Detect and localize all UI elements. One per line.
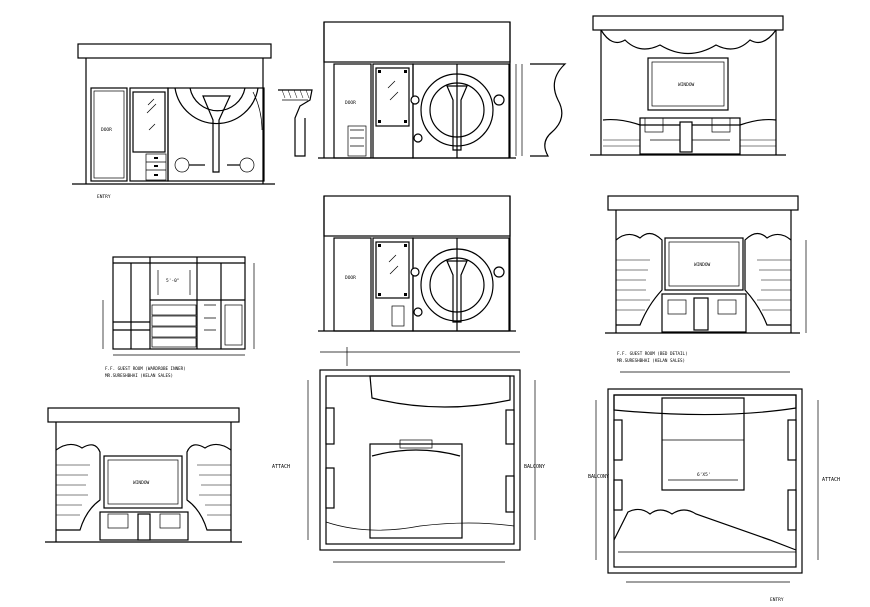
- door-label-1: DOOR: [101, 127, 112, 133]
- mirror-panel: [132, 91, 166, 153]
- entry-label-1: ENTRY: [97, 194, 111, 200]
- door-mirror-elevation-2: DOOR: [318, 195, 516, 332]
- wardrobe-inner-elevation: 5'-0" F.F. GUEST ROOM (WARDROBE INNER) M…: [102, 256, 255, 378]
- window-bed-elevation-1: WINDOW: [590, 15, 786, 156]
- window-bed-elevation-2: WINDOW: [45, 407, 242, 543]
- wardrobe-door-elevation: DOOR: [278, 21, 567, 159]
- window-label-3: WINDOW: [133, 480, 150, 486]
- door-label-2: DOOR: [345, 100, 356, 106]
- window-frame-3: [103, 455, 183, 509]
- room-plan-1: ATTACH BALCONY: [272, 347, 545, 563]
- wardrobe-client-note: MR.SURESHBHAI (KELAN SALES): [105, 373, 173, 378]
- window-frame-2: [664, 237, 744, 291]
- entry-label-2: ENTRY: [770, 597, 784, 603]
- window-label-1: WINDOW: [678, 82, 695, 88]
- bed-detail-elevation: WINDOW F.F. GUEST ROOM (BED DETAIL) MR.S…: [605, 195, 807, 363]
- entry-elevation: DOOR ENTRY: [72, 43, 275, 200]
- window-frame-1: [647, 57, 729, 111]
- entry-door: [90, 87, 128, 182]
- wardrobe-dim-label: 5'-0": [166, 278, 180, 284]
- balcony-label-2: BALCONY: [588, 474, 609, 480]
- attach-label-1: ATTACH: [272, 464, 290, 470]
- room-plan-2: 6'X5' BALCONY ATTACH ENTRY: [588, 371, 840, 603]
- balcony-label-1: BALCONY: [524, 464, 545, 470]
- attach-label-2: ATTACH: [822, 477, 840, 483]
- bed-title-note: F.F. GUEST ROOM (BED DETAIL): [617, 351, 688, 356]
- window-label-2: WINDOW: [694, 262, 711, 268]
- wardrobe-title-note: F.F. GUEST ROOM (WARDROBE INNER): [105, 366, 186, 371]
- bed-size-label: 6'X5': [697, 472, 711, 478]
- door-label-3: DOOR: [345, 275, 356, 281]
- bed-client-note: MR.SURESHBHAI (KELAN SALES): [617, 358, 685, 363]
